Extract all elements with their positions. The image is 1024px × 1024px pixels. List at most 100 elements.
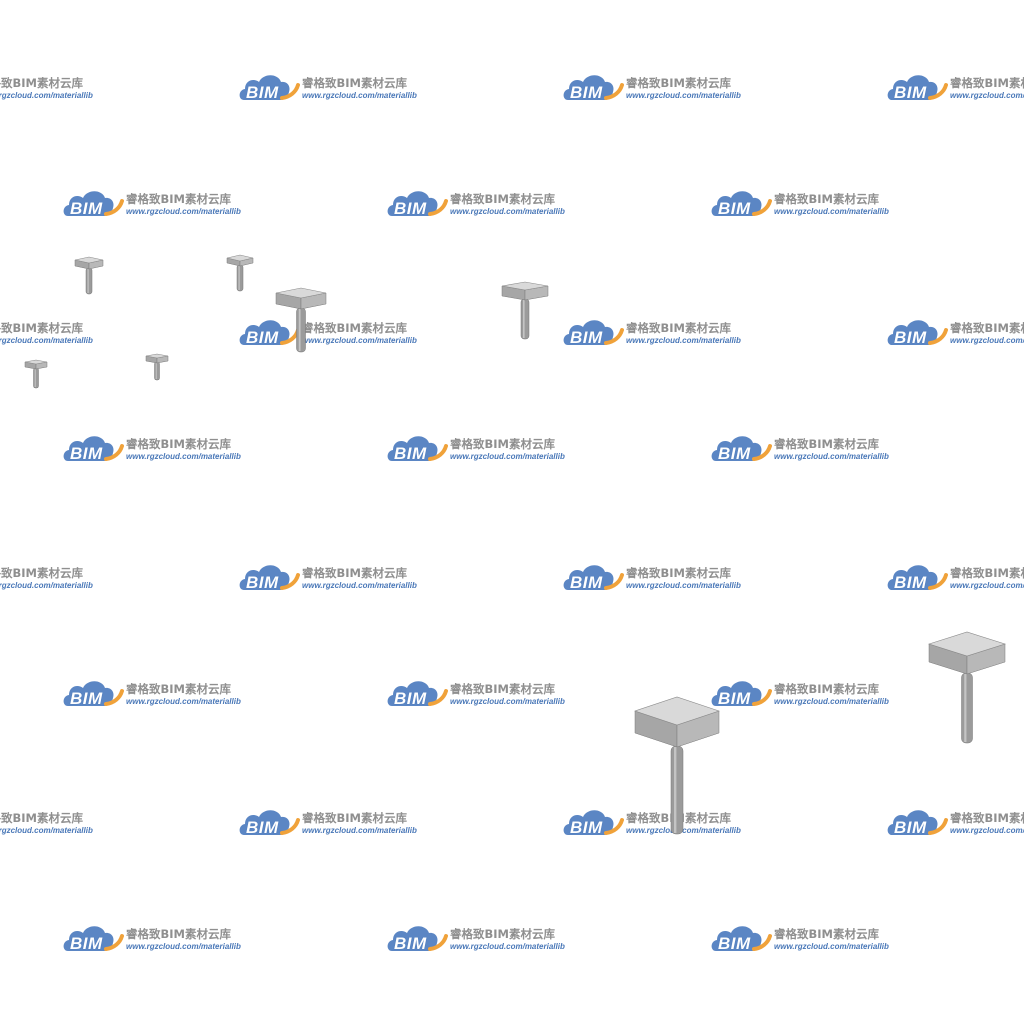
watermark: BIM 睿格致BIM素材云库 www.rgzcloud.com/material… <box>238 560 438 600</box>
cloud-logo-icon <box>563 810 624 835</box>
watermark-url: www.rgzcloud.com/materiallib <box>126 942 241 951</box>
watermark-brand: BIM <box>394 199 427 218</box>
watermark-url: www.rgzcloud.com/materiallib <box>450 207 565 216</box>
watermark: BIM 睿格致BIM素材云库 www.rgzcloud.com/material… <box>386 431 586 471</box>
pier-3 <box>275 287 327 353</box>
cloud-logo-icon <box>63 436 124 461</box>
watermark-title: 睿格致BIM素材云库 <box>950 321 1024 335</box>
watermark-title: 睿格致BIM素材云库 <box>0 811 83 825</box>
watermark-title: 睿格致BIM素材云库 <box>0 321 83 335</box>
pier-column-highlight <box>674 747 677 833</box>
watermark-brand: BIM <box>718 934 751 953</box>
pier-5 <box>24 359 48 389</box>
cloud-logo-icon <box>63 191 124 216</box>
watermark: BIM 睿格致BIM素材云库 www.rgzcloud.com/material… <box>62 186 262 226</box>
watermark-title: 睿格致BIM素材云库 <box>126 927 231 941</box>
watermark-brand: BIM <box>246 328 279 347</box>
watermark-title: 睿格致BIM素材云库 <box>774 192 879 206</box>
cloud-logo-icon <box>563 320 624 345</box>
watermark-brand: BIM <box>894 328 927 347</box>
watermark-url: www.rgzcloud.com/materiallib <box>950 581 1024 590</box>
pier-column-highlight <box>964 674 967 742</box>
watermark-brand: BIM <box>718 689 751 708</box>
watermark-title: 睿格致BIM素材云库 <box>302 76 407 90</box>
watermark-title: 睿格致BIM素材云库 <box>0 566 83 580</box>
pier-column-highlight <box>238 266 240 290</box>
pier-cap-top <box>226 254 254 262</box>
watermark-url: www.rgzcloud.com/materiallib <box>950 336 1024 345</box>
watermark: BIM 睿格致BIM素材云库 www.rgzcloud.com/material… <box>0 805 114 845</box>
pier-column <box>236 264 244 292</box>
watermark-url: www.rgzcloud.com/materiallib <box>774 942 889 951</box>
watermark: BIM 睿格致BIM素材云库 www.rgzcloud.com/material… <box>386 921 586 961</box>
cloud-logo-icon <box>387 926 448 951</box>
pier-8 <box>928 631 1006 744</box>
watermark: BIM 睿格致BIM素材云库 www.rgzcloud.com/material… <box>62 921 262 961</box>
pier-cap-top <box>74 256 104 264</box>
watermark-title: 睿格致BIM素材云库 <box>450 437 555 451</box>
watermark-brand: BIM <box>570 328 603 347</box>
watermark: BIM 睿格致BIM素材云库 www.rgzcloud.com/material… <box>886 805 1024 845</box>
watermark-brand: BIM <box>894 818 927 837</box>
watermark: BIM 睿格致BIM素材云库 www.rgzcloud.com/material… <box>386 186 586 226</box>
watermark-title: 睿格致BIM素材云库 <box>626 566 731 580</box>
watermark: BIM 睿格致BIM素材云库 www.rgzcloud.com/material… <box>886 560 1024 600</box>
watermark-url: www.rgzcloud.com/materiallib <box>126 452 241 461</box>
pier-column-highlight <box>87 269 89 293</box>
watermark: BIM 睿格致BIM素材云库 www.rgzcloud.com/material… <box>0 315 114 355</box>
watermark-url: www.rgzcloud.com/materiallib <box>626 336 741 345</box>
pier-cap-top <box>501 281 549 291</box>
cloud-logo-icon <box>239 75 300 100</box>
cloud-logo-icon <box>887 320 948 345</box>
watermark-title: 睿格致BIM素材云库 <box>450 192 555 206</box>
pier-column <box>85 267 93 295</box>
cloud-logo-icon <box>387 436 448 461</box>
watermark-url: www.rgzcloud.com/materiallib <box>126 207 241 216</box>
watermark: BIM 睿格致BIM素材云库 www.rgzcloud.com/material… <box>0 70 114 110</box>
watermark: BIM 睿格致BIM素材云库 www.rgzcloud.com/material… <box>562 315 762 355</box>
watermark-url: www.rgzcloud.com/materiallib <box>450 697 565 706</box>
watermark-url: www.rgzcloud.com/materiallib <box>302 826 417 835</box>
watermark-brand: BIM <box>246 573 279 592</box>
watermark-brand: BIM <box>718 199 751 218</box>
cloud-logo-icon <box>887 810 948 835</box>
pier-cap-top <box>24 359 48 365</box>
watermark-brand: BIM <box>718 444 751 463</box>
watermark: BIM 睿格致BIM素材云库 www.rgzcloud.com/material… <box>0 560 114 600</box>
watermark-url: www.rgzcloud.com/materiallib <box>0 336 93 345</box>
watermark-url: www.rgzcloud.com/materiallib <box>774 697 889 706</box>
cloud-logo-icon <box>239 810 300 835</box>
watermark-title: 睿格致BIM素材云库 <box>774 927 879 941</box>
watermark-brand: BIM <box>394 934 427 953</box>
watermark-title: 睿格致BIM素材云库 <box>774 682 879 696</box>
watermark-url: www.rgzcloud.com/materiallib <box>302 91 417 100</box>
watermark-url: www.rgzcloud.com/materiallib <box>302 581 417 590</box>
watermark-title: 睿格致BIM素材云库 <box>0 76 83 90</box>
watermark-title: 睿格致BIM素材云库 <box>950 566 1024 580</box>
watermark: BIM 睿格致BIM素材云库 www.rgzcloud.com/material… <box>62 676 262 716</box>
watermark-url: www.rgzcloud.com/materiallib <box>450 452 565 461</box>
cloud-logo-icon <box>711 681 772 706</box>
watermark: BIM 睿格致BIM素材云库 www.rgzcloud.com/material… <box>886 70 1024 110</box>
pier-column <box>961 672 973 744</box>
cloud-logo-icon <box>239 565 300 590</box>
cloud-logo-icon <box>887 75 948 100</box>
pier-cap-top <box>145 353 169 359</box>
watermark-url: www.rgzcloud.com/materiallib <box>774 452 889 461</box>
watermark: BIM 睿格致BIM素材云库 www.rgzcloud.com/material… <box>562 805 762 845</box>
watermark: BIM 睿格致BIM素材云库 www.rgzcloud.com/material… <box>710 676 910 716</box>
watermark-brand: BIM <box>70 199 103 218</box>
watermark-title: 睿格致BIM素材云库 <box>450 682 555 696</box>
cloud-logo-icon <box>387 681 448 706</box>
watermark: BIM 睿格致BIM素材云库 www.rgzcloud.com/material… <box>710 186 910 226</box>
watermark-url: www.rgzcloud.com/materiallib <box>626 826 741 835</box>
watermark-url: www.rgzcloud.com/materiallib <box>126 697 241 706</box>
watermark-url: www.rgzcloud.com/materiallib <box>0 581 93 590</box>
watermark-title: 睿格致BIM素材云库 <box>302 321 407 335</box>
watermark-url: www.rgzcloud.com/materiallib <box>950 91 1024 100</box>
watermark-url: www.rgzcloud.com/materiallib <box>626 581 741 590</box>
watermark-title: 睿格致BIM素材云库 <box>774 437 879 451</box>
watermark-brand: BIM <box>394 444 427 463</box>
watermark-brand: BIM <box>246 83 279 102</box>
